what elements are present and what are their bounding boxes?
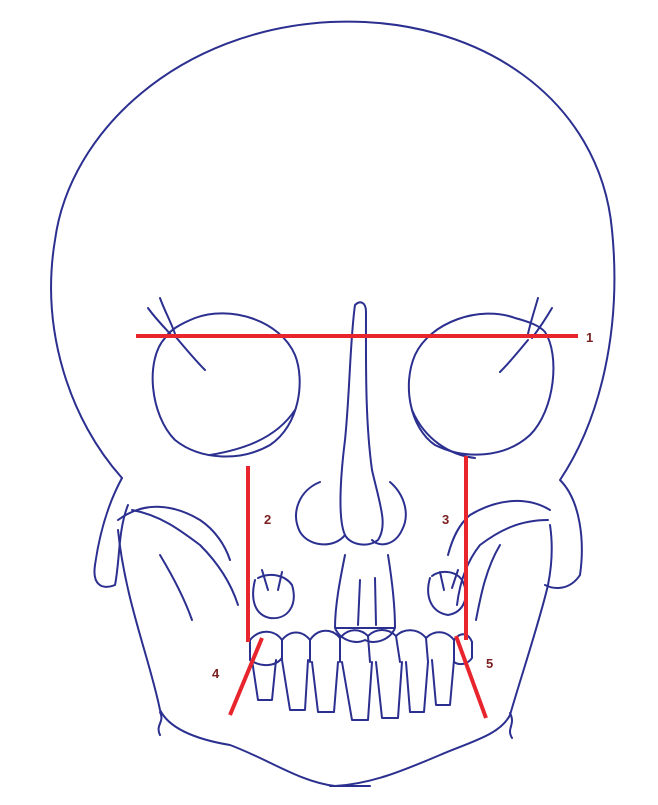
reference-line-4 xyxy=(230,638,262,715)
left-zygomatic-outline xyxy=(118,507,230,560)
nasal-cavity-outline xyxy=(296,482,406,544)
label-1: 1 xyxy=(586,330,593,345)
left-cheekbone-outline xyxy=(132,510,238,605)
dentition-row-outline xyxy=(250,630,472,642)
right-cheekbone-outline xyxy=(457,520,548,605)
label-4: 4 xyxy=(212,666,220,681)
upper-incisors-outline xyxy=(335,555,395,642)
left-ramus-outline xyxy=(160,555,192,620)
label-5: 5 xyxy=(486,656,493,671)
right-ramus-outline xyxy=(476,545,500,620)
left-temple-outline xyxy=(94,478,128,587)
label-3: 3 xyxy=(442,512,449,527)
left-orbit-inner-outline xyxy=(210,410,295,455)
chin-outline xyxy=(159,712,512,786)
right-upper-molar-outline xyxy=(428,570,466,615)
right-orbit-inner-outline xyxy=(412,410,475,458)
nasal-bridge-outline xyxy=(340,302,382,544)
lower-teeth-outline xyxy=(252,660,454,720)
skull-outline xyxy=(51,22,614,786)
tooth-crowns-outline xyxy=(250,636,472,665)
label-2: 2 xyxy=(264,512,271,527)
left-upper-molar-outline xyxy=(253,570,294,618)
